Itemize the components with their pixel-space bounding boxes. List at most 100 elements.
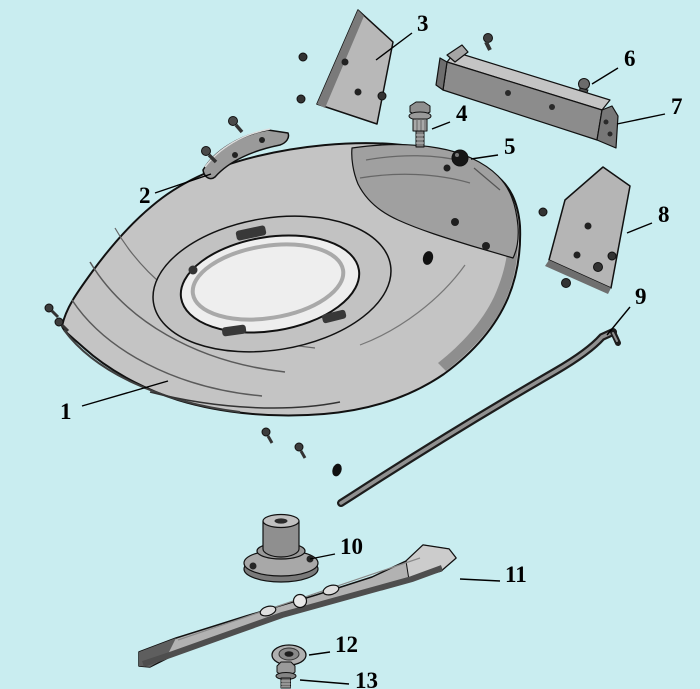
callout-5: 5 [470,134,516,160]
front-mount-bracket [201,116,290,180]
leader-line-13 [299,679,350,685]
callout-4: 4 [431,101,468,130]
leader-line-2 [154,173,212,194]
callout-number-6: 6 [624,46,636,71]
skirt-band-2 [71,299,263,397]
rod-end-hook-fill [612,332,618,342]
opening-stud [188,265,198,275]
leader-line-9 [606,306,631,336]
callout-number-4: 4 [456,101,468,126]
blade-trailing-edge [142,565,444,667]
left-baffle-screw-3 [377,91,387,101]
adapter-hub-side [262,520,300,558]
leader-line-8 [626,222,653,234]
right-baffle-hole-2 [573,251,581,259]
left-baffle-screw-1 [298,52,308,62]
callout-number-12: 12 [335,632,358,657]
shoulder-bolt-fitting [408,101,432,148]
skirt-band-1 [63,329,241,413]
bolt-shank [280,677,291,689]
callout-12: 12 [308,632,358,657]
screw-top-center-shank [484,41,492,51]
blade-slot-right [322,584,340,596]
fitting-collar-ribs [416,119,426,131]
callout-7: 7 [616,94,683,125]
leader-line-11 [459,578,501,582]
callout-number-13: 13 [355,668,378,689]
blade [138,544,457,668]
rod-fill [339,330,615,505]
leader-line-7 [616,113,666,125]
callout-10: 10 [309,534,363,560]
callout-13: 13 [299,668,378,689]
blade-bolt [275,661,297,689]
blade-center-hole [292,593,308,609]
callout-number-10: 10 [340,534,363,559]
screw-bottom-1 [261,427,271,437]
callout-number-2: 2 [139,183,151,208]
screw-left-2-shank [60,323,70,333]
callout-8: 8 [626,202,670,234]
callout-9: 9 [606,284,647,336]
screw-bottom-2-shank [299,450,307,459]
screw-left-1-shank [50,309,60,319]
callouts: 1 2 3 4 5 6 7 8 [60,11,683,689]
plug-body [451,149,469,167]
screw-top-center [483,33,493,43]
left-baffle-hole-1 [341,58,349,66]
deck-top-hole [443,164,451,172]
right-baffle-edge [545,260,611,294]
callout-11: 11 [459,562,527,587]
skirt-band-3 [89,261,286,373]
fitting-threads [416,134,424,144]
rear-baffle-left-cap [435,57,448,91]
opening-inner-detail [190,242,346,322]
screw-left-1 [44,303,54,313]
mower-deck-housing [61,142,522,417]
platform-facet-line-3 [473,167,501,191]
plug-highlight [455,153,459,157]
right-seam-line [359,264,466,346]
support-rod [337,328,621,507]
right-baffle-screw-4 [607,251,617,261]
blade-adapter [243,513,319,583]
leader-line-3 [375,32,413,61]
leader-line-1 [81,380,169,407]
rear-wall-hole-1 [451,218,459,226]
rear-baffle-right-cap [596,105,619,149]
deck-rear-platform [351,144,519,259]
leader-line-12 [308,651,331,656]
adapter-ear-hole-left [249,562,257,570]
rear-baffle-hole-4 [607,131,613,137]
callout-number-9: 9 [635,284,647,309]
washer-hole [284,651,294,657]
adapter-center-bore [274,518,288,524]
rubber-plug-small [332,463,342,477]
leader-line-6 [591,67,619,85]
bracket-top-highlight [204,128,271,168]
left-baffle-hole-2 [354,88,362,96]
callout-number-8: 8 [658,202,670,227]
leader-line-10 [309,553,336,560]
callout-3: 3 [375,11,429,61]
right-baffle-plate [538,166,631,294]
callout-number-7: 7 [671,94,683,119]
leader-line-4 [431,121,451,130]
right-baffle-screw-1 [538,207,548,217]
deck-hardware [44,33,493,477]
right-baffle-screw-3 [593,262,603,272]
right-baffle-screw-2 [561,278,571,288]
rear-baffle-hole-1 [505,90,511,96]
screw-left-2 [54,317,64,327]
rear-wall-slot [422,251,434,265]
opening-boss-bottom-left [221,324,247,337]
blade-slot-left [259,605,277,617]
callout-2: 2 [139,173,212,208]
bolt-threads [281,680,291,688]
left-baffle-face [316,9,394,125]
rear-baffle [435,44,619,149]
right-baffle-hole-1 [584,222,592,230]
callout-number-11: 11 [505,562,527,587]
